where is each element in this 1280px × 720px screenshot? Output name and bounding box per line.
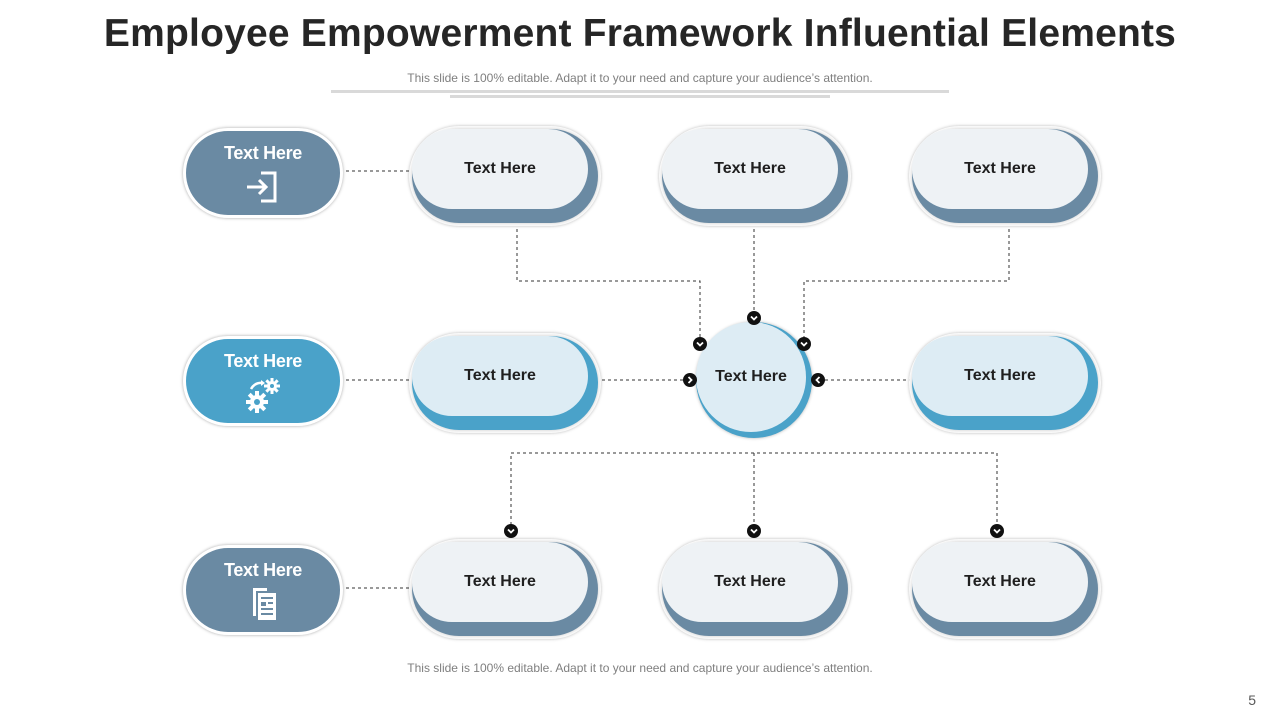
category-label: Text Here — [223, 351, 302, 371]
middle-node-left: Text Here — [409, 333, 601, 433]
title-divider-inner — [450, 95, 830, 98]
subtitle-top: This slide is 100% editable. Adapt it to… — [407, 71, 873, 85]
bottom-node-1: Text Here — [409, 539, 601, 639]
category-pill-2: Text Here — [183, 336, 343, 426]
node-label: Text Here — [912, 336, 1088, 416]
documents-icon — [253, 588, 276, 620]
top-node-3: Text Here — [909, 126, 1101, 226]
chevron-down-icon — [693, 337, 707, 351]
middle-node-right: Text Here — [909, 333, 1101, 433]
top-node-2: Text Here — [659, 126, 851, 226]
chevron-left-icon — [811, 373, 825, 387]
chevron-down-icon — [747, 524, 761, 538]
slide-title: Employee Empowerment Framework Influenti… — [103, 12, 1177, 55]
node-label: Text Here — [662, 129, 838, 209]
bottom-node-3: Text Here — [909, 539, 1101, 639]
chevron-down-icon — [747, 311, 761, 325]
node-label: Text Here — [412, 129, 588, 209]
center-label: Text Here — [696, 322, 806, 432]
center-node: Text Here — [696, 322, 812, 438]
node-label: Text Here — [912, 129, 1088, 209]
chevron-down-icon — [504, 524, 518, 538]
title-divider — [331, 90, 949, 93]
subtitle-bottom: This slide is 100% editable. Adapt it to… — [407, 661, 873, 675]
node-label: Text Here — [912, 542, 1088, 622]
top-node-1: Text Here — [409, 126, 601, 226]
chevron-down-icon — [990, 524, 1004, 538]
bottom-node-2: Text Here — [659, 539, 851, 639]
category-pill-1: Text Here — [183, 128, 343, 218]
category-label: Text Here — [223, 560, 302, 580]
chevron-right-icon — [683, 373, 697, 387]
node-label: Text Here — [412, 336, 588, 416]
page-number: 5 — [1248, 692, 1256, 708]
category-pill-3: Text Here — [183, 545, 343, 635]
exit-door-icon — [247, 171, 277, 203]
node-label: Text Here — [662, 542, 838, 622]
chevron-down-icon — [797, 337, 811, 351]
node-label: Text Here — [412, 542, 588, 622]
gears-icon — [246, 378, 280, 413]
category-label: Text Here — [223, 143, 302, 163]
